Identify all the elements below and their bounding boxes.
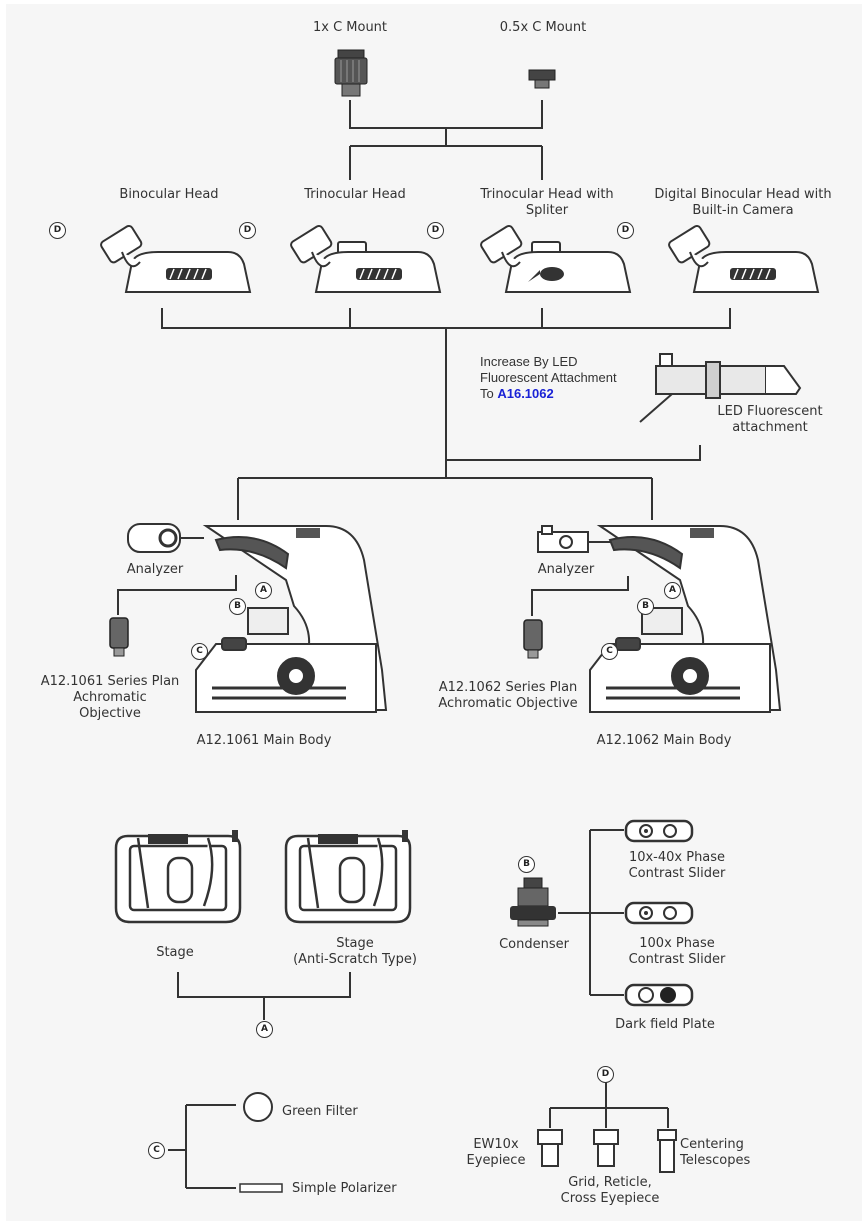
- main-body-1061-model: A12.1061: [196, 733, 260, 748]
- analyzer-1061-label: Analyzer: [126, 562, 184, 577]
- digital-binocular-head-icon: [668, 224, 820, 293]
- main-body-1062-model: A12.1062: [596, 733, 660, 748]
- main-body-1061-text: Main Body: [259, 733, 332, 748]
- c-mount-1x-icon: [334, 49, 368, 97]
- trinocular-head-icon: [290, 224, 442, 293]
- eyepiece-ew10x-label: EW10x Eyepiece: [466, 1137, 526, 1168]
- badge-b-1062: B: [637, 598, 654, 615]
- badge-a-1062: A: [664, 582, 681, 599]
- badge-b-1061: B: [229, 598, 246, 615]
- main-body-1062-icon: [589, 525, 782, 713]
- main-body-1062-text: Main Body: [659, 733, 732, 748]
- objective-1061-icon: [109, 617, 129, 657]
- simple-polarizer-label: Simple Polarizer: [292, 1181, 397, 1196]
- condenser-icon: [510, 877, 556, 927]
- analyzer-1062-label: Analyzer: [537, 562, 595, 577]
- badge-d-eyepieces: D: [597, 1066, 614, 1083]
- stage-anti-scratch-icon: [284, 830, 412, 924]
- condenser-label: Condenser: [499, 937, 569, 952]
- head-digital-binocular-label: Digital Binocular Head with Built-in Cam…: [654, 187, 832, 218]
- badge-c-filters: C: [148, 1142, 165, 1159]
- main-body-1062-label: A12.1062 Main Body: [574, 733, 754, 749]
- phase-slider-10-40-label: 10x-40x Phase Contrast Slider: [628, 850, 726, 881]
- mount-1x-label: 1x C Mount: [312, 20, 388, 35]
- head-trinocular-splitter-label: Trinocular Head with Spliter: [480, 187, 614, 218]
- badge-b-condenser: B: [518, 856, 535, 873]
- head-trinocular-label: Trinocular Head: [304, 187, 406, 202]
- phase-slider-10-40-icon: [624, 819, 694, 843]
- dark-field-plate-label: Dark field Plate: [615, 1017, 715, 1032]
- fluorescent-model-link[interactable]: A16.1062: [497, 386, 554, 401]
- green-filter-icon: [243, 1092, 273, 1122]
- eyepiece-grid-icon: [593, 1129, 619, 1167]
- led-fluorescent-attachment-label: LED Fluorescent attachment: [717, 404, 823, 435]
- trinocular-splitter-head-icon: [480, 224, 632, 293]
- fluorescent-note-text: Increase By LED Fluorescent Attachment T…: [480, 354, 617, 401]
- badge-d-trinocular-splitter: D: [427, 222, 444, 239]
- led-fluorescent-attachment-icon: [639, 353, 802, 423]
- objective-1062-icon: [523, 619, 543, 659]
- stage-icon: [114, 830, 242, 924]
- mount-05x-label: 0.5x C Mount: [499, 20, 587, 35]
- stage-label: Stage: [156, 945, 194, 960]
- binocular-head-icon: [100, 224, 252, 293]
- objective-1062-label: A12.1062 Series Plan Achromatic Objectiv…: [438, 680, 578, 711]
- main-body-1061-icon: [195, 525, 388, 713]
- badge-c-1061: C: [191, 643, 208, 660]
- head-binocular-label: Binocular Head: [119, 187, 219, 202]
- centering-telescope-label: Centering Telescopes: [680, 1137, 751, 1168]
- objective-1061-label: A12.1061 Series Plan Achromatic Objectiv…: [40, 674, 180, 721]
- main-body-1061-label: A12.1061 Main Body: [174, 733, 354, 749]
- stage-anti-scratch-label: Stage (Anti-Scratch Type): [293, 936, 417, 967]
- phase-slider-100-icon: [624, 901, 694, 925]
- eyepiece-grid-label: Grid, Reticle, Cross Eyepiece: [560, 1175, 660, 1206]
- badge-d-trinocular: D: [239, 222, 256, 239]
- badge-a-stages: A: [256, 1021, 273, 1038]
- dark-field-plate-icon: [624, 983, 694, 1007]
- phase-slider-100-label: 100x Phase Contrast Slider: [628, 936, 726, 967]
- badge-d-digital: D: [617, 222, 634, 239]
- simple-polarizer-icon: [239, 1183, 283, 1193]
- badge-d-binocular: D: [49, 222, 66, 239]
- centering-telescope-icon: [657, 1129, 677, 1173]
- green-filter-label: Green Filter: [282, 1104, 358, 1119]
- fluorescent-note: Increase By LED Fluorescent Attachment T…: [480, 354, 660, 402]
- badge-a-1061: A: [255, 582, 272, 599]
- analyzer-1061-icon: [127, 523, 204, 553]
- c-mount-05x-icon: [528, 69, 556, 89]
- badge-c-1062: C: [601, 643, 618, 660]
- eyepiece-ew10x-icon: [537, 1129, 563, 1167]
